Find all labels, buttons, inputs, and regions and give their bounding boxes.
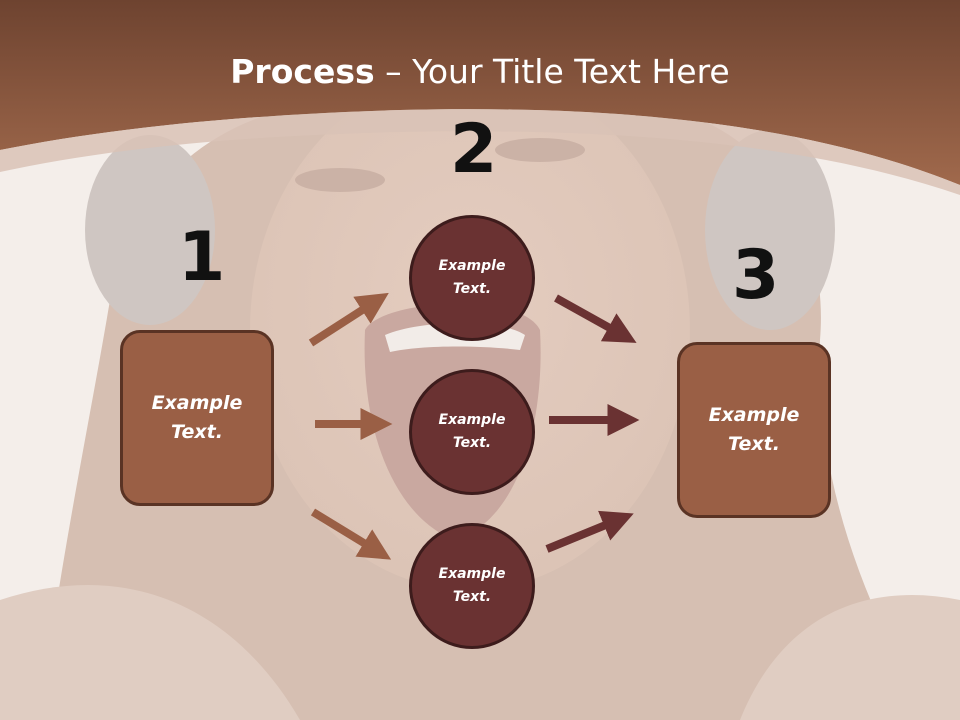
page-title: Process – Your Title Text Here bbox=[0, 52, 960, 91]
arrow-1-to-bottom bbox=[310, 508, 392, 560]
title-bold: Process bbox=[230, 52, 375, 91]
header-banner bbox=[0, 0, 960, 195]
arrow-top-to-3 bbox=[554, 294, 637, 343]
step-number-3: 3 bbox=[732, 236, 780, 315]
arrow-bottom-to-3 bbox=[545, 510, 634, 553]
arrow-1-to-top bbox=[308, 292, 389, 347]
step-number-1: 1 bbox=[178, 218, 226, 297]
title-rest: – Your Title Text Here bbox=[374, 52, 730, 91]
step-number-2: 2 bbox=[450, 110, 498, 189]
